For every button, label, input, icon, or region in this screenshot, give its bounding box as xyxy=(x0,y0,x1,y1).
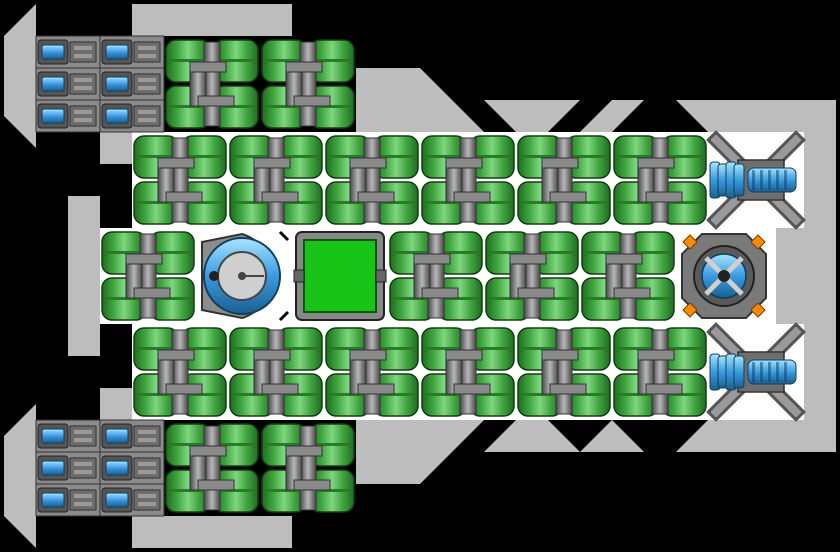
thruster-icon xyxy=(99,67,165,101)
fuel-tank-icon xyxy=(325,327,419,417)
fuel-tank-icon xyxy=(165,423,259,513)
fuel-tank-icon xyxy=(421,135,515,225)
fuel-tank-icon xyxy=(389,231,483,321)
fuel-tank-icon xyxy=(613,327,707,417)
thruster-icon xyxy=(35,419,101,453)
hull-plate xyxy=(100,132,132,164)
thruster-icon xyxy=(99,99,165,133)
gyro-icon xyxy=(676,228,772,324)
thruster-icon xyxy=(99,419,165,453)
engine-nozzle-icon xyxy=(706,322,806,422)
hull-plating xyxy=(4,4,836,548)
fuel-tank-icon xyxy=(613,135,707,225)
thruster-icon xyxy=(99,483,165,517)
fuel-tank-icon xyxy=(261,39,355,129)
thruster-icon xyxy=(35,67,101,101)
hull-plate xyxy=(68,324,100,356)
hull-plate xyxy=(100,388,132,420)
hull-plate xyxy=(4,404,36,548)
hull-plate xyxy=(676,420,836,452)
fuel-tank-icon xyxy=(517,327,611,417)
thruster-icon xyxy=(35,99,101,133)
fuel-tank-icon xyxy=(101,231,195,321)
fuel-tank-icon xyxy=(421,327,515,417)
fuel-tank-icon xyxy=(325,135,419,225)
hull-plate xyxy=(676,100,836,132)
reactor-core-icon xyxy=(292,228,388,324)
hull-plate xyxy=(580,420,644,452)
fuel-tank-icon xyxy=(229,327,323,417)
thruster-icon xyxy=(35,483,101,517)
thruster-icon xyxy=(99,451,165,485)
thruster-icon xyxy=(99,35,165,69)
fuel-tank-icon xyxy=(133,327,227,417)
hull-plate xyxy=(68,228,100,324)
hull-plate xyxy=(804,132,836,228)
hull-plate xyxy=(772,228,836,324)
fuel-tank-icon xyxy=(165,39,259,129)
floor-tile xyxy=(132,132,708,228)
hull-plate xyxy=(4,4,36,148)
hull-plate xyxy=(356,68,484,132)
fuel-tank-icon xyxy=(517,135,611,225)
hull-plate xyxy=(68,196,100,228)
thruster-icon xyxy=(35,451,101,485)
hull-plate xyxy=(580,100,644,132)
fuel-tank-icon xyxy=(229,135,323,225)
engine-nozzle-icon xyxy=(706,130,806,230)
fuel-tank-icon xyxy=(133,135,227,225)
cockpit-icon xyxy=(196,228,292,324)
fuel-tank-icon xyxy=(581,231,675,321)
fuel-tank-icon xyxy=(261,423,355,513)
hull-plate xyxy=(804,324,836,420)
thruster-icon xyxy=(35,35,101,69)
hull-plate xyxy=(132,516,292,548)
hull-plate xyxy=(484,420,580,452)
hull-plate xyxy=(484,100,580,132)
fuel-tank-icon xyxy=(485,231,579,321)
hull-plate xyxy=(132,4,292,36)
hull-plate xyxy=(356,420,484,484)
ship-blocks xyxy=(35,35,806,517)
floor-tile xyxy=(132,324,708,420)
